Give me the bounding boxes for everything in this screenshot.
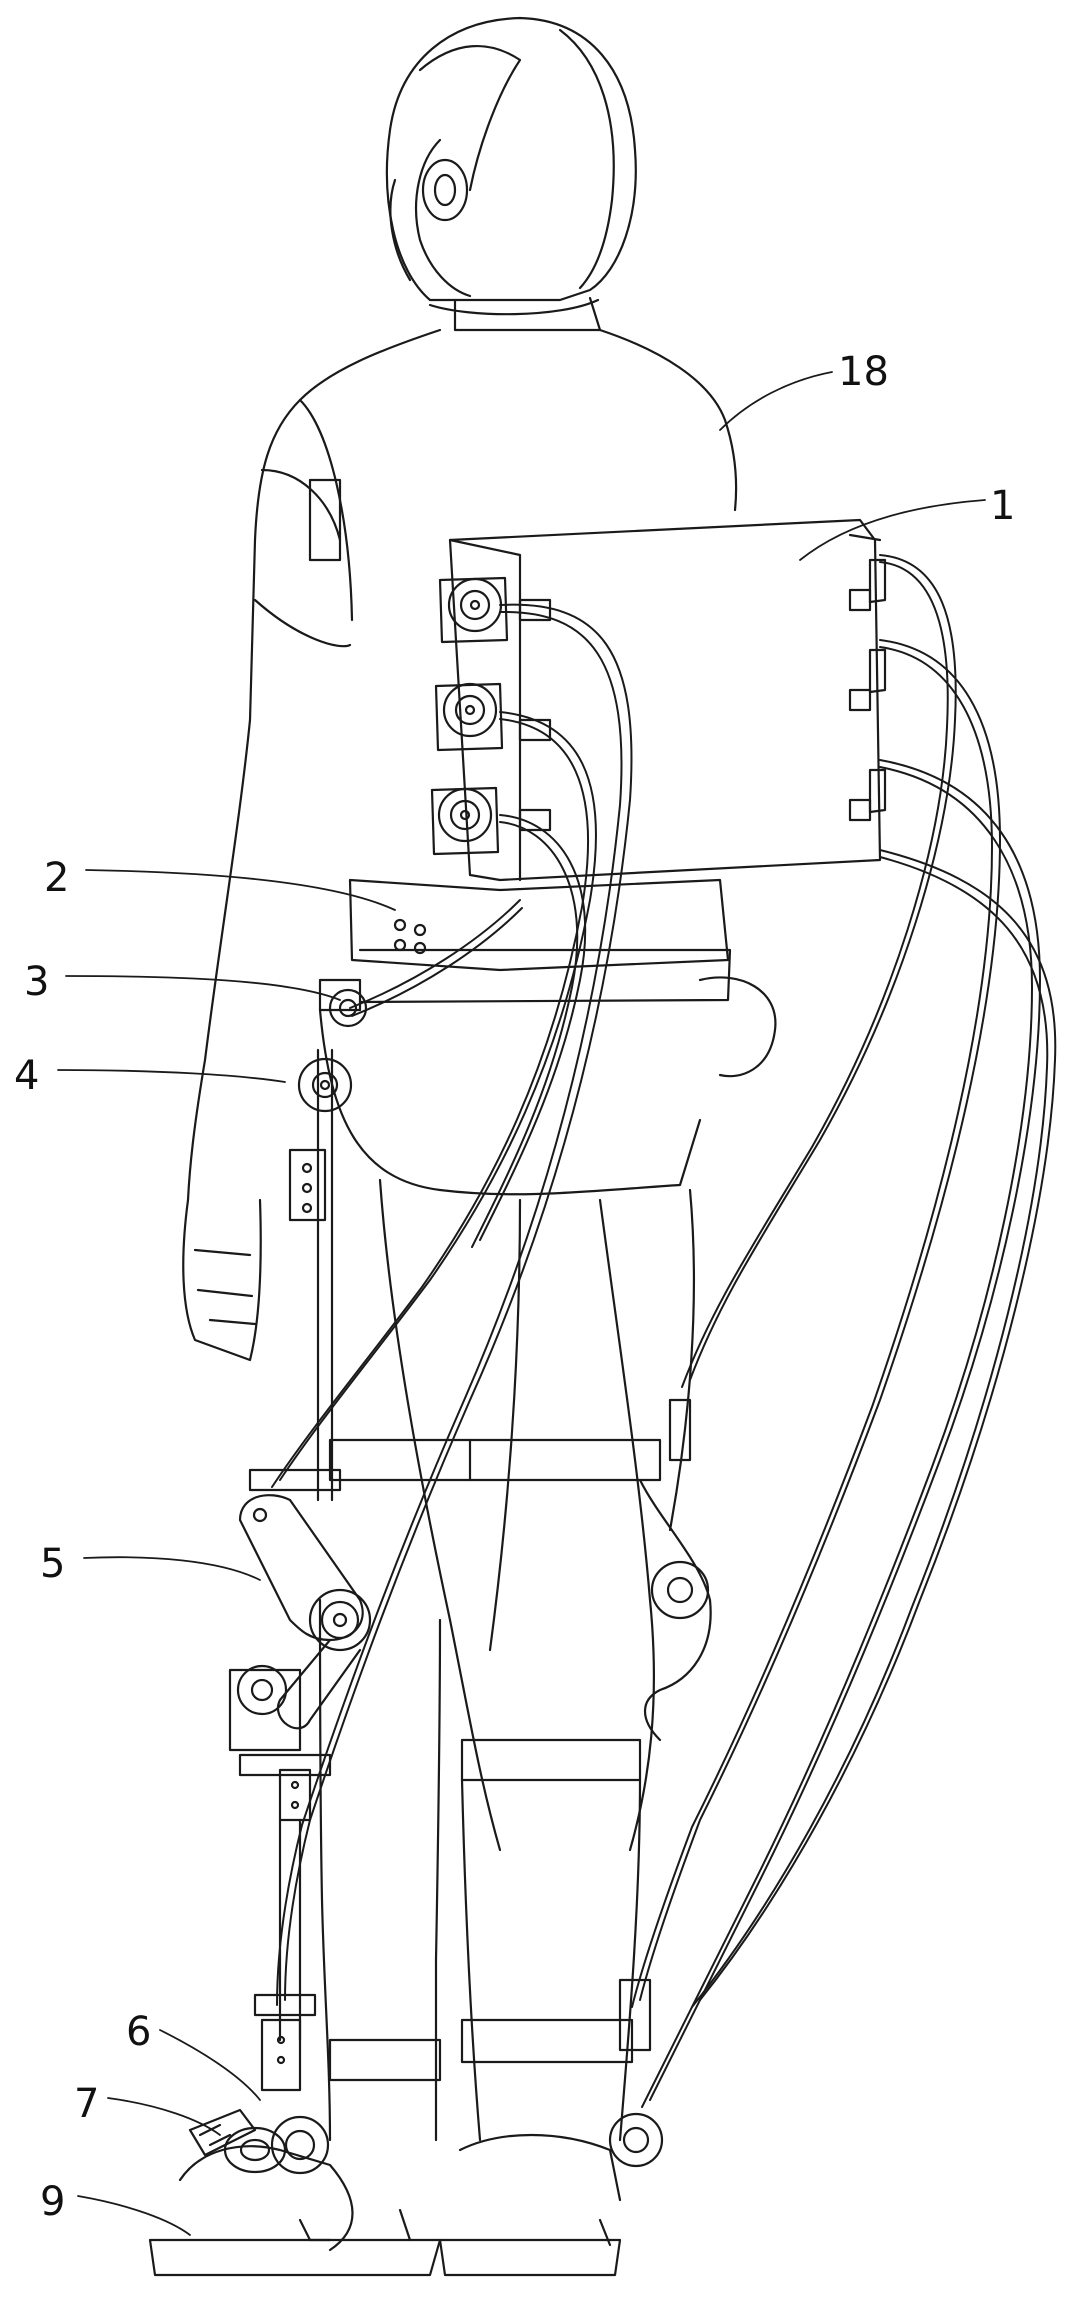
label-18: 18	[838, 349, 889, 395]
knee-joint	[228, 1398, 712, 2042]
lower-legs	[318, 1598, 642, 2142]
leader-lines	[57, 371, 986, 2236]
tubes	[271, 554, 1057, 2108]
head	[385, 16, 637, 332]
label-1: 1	[990, 483, 1016, 529]
actuators	[430, 576, 509, 856]
label-6: 6	[126, 2009, 152, 2055]
hip-joint	[288, 878, 777, 1502]
label-7: 7	[74, 2081, 100, 2127]
label-3: 3	[24, 959, 50, 1005]
label-5: 5	[40, 1541, 66, 1587]
foot-plate	[148, 2133, 622, 2277]
torso	[182, 328, 738, 1852]
control-box	[448, 518, 887, 882]
label-9: 9	[40, 2179, 66, 2225]
label-2: 2	[44, 855, 70, 901]
ankle-joint	[188, 1978, 664, 2175]
label-4: 4	[14, 1053, 40, 1099]
